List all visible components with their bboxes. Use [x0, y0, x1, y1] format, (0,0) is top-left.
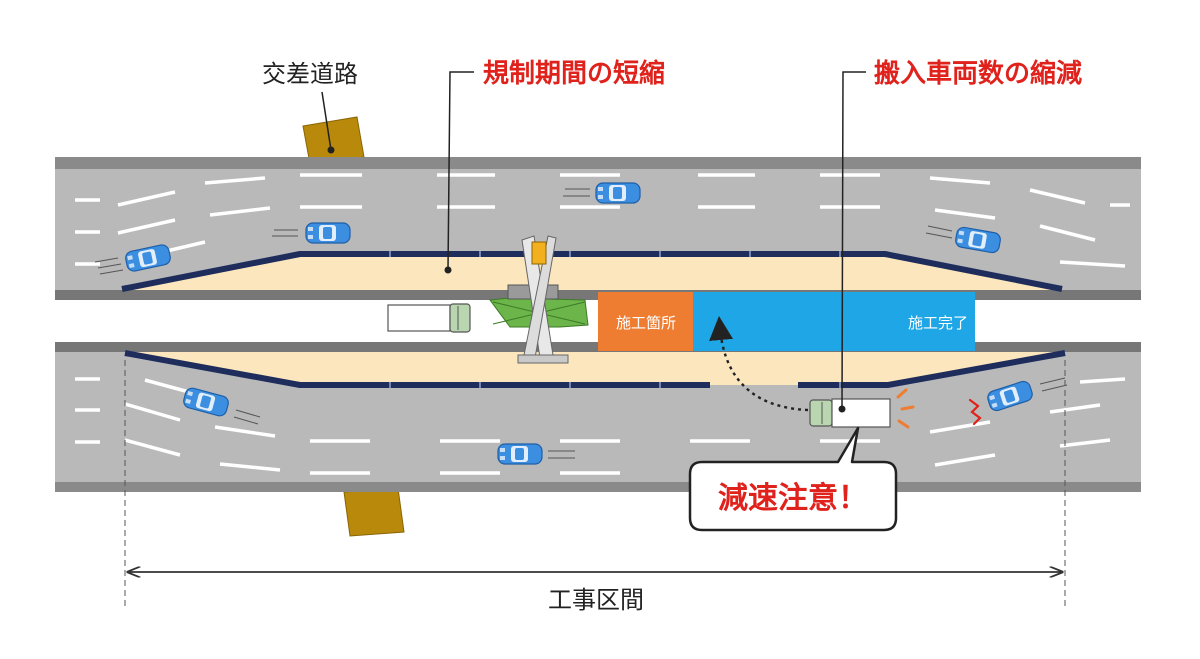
delivery-truck-icon — [809, 398, 891, 428]
car-icon — [595, 182, 641, 204]
median-truck-icon — [387, 303, 471, 333]
shorter-period-label: 規制期間の短縮 — [483, 58, 665, 89]
crane-icon — [489, 235, 589, 364]
leader-dot — [444, 266, 452, 274]
lane-change-arrow — [709, 316, 809, 412]
barrier-joints — [389, 251, 841, 388]
leader-dot — [327, 146, 335, 154]
lane-markings — [75, 173, 1130, 475]
leader-dot — [838, 405, 846, 413]
work-section-label: 工事区間 — [548, 586, 644, 614]
work-section-dimension — [124, 360, 1066, 606]
warning-burst-icon — [896, 388, 915, 429]
fewer-vehicles-label: 搬入車両数の縮減 — [874, 58, 1082, 89]
swerve-mark-icon — [968, 398, 982, 426]
slow-down-callout: 減速注意！ — [688, 426, 898, 532]
lower-work-zone — [125, 352, 1065, 385]
completed-label: 施工完了 — [908, 314, 968, 332]
upper-work-zone — [122, 254, 1060, 290]
motion-lines — [94, 188, 1068, 459]
callout-leaders — [321, 71, 866, 410]
crossroad-label: 交差道路 — [262, 60, 358, 88]
under-construction-label: 施工箇所 — [616, 314, 676, 332]
car-icon — [497, 443, 543, 465]
slow-down-text: 減速注意！ — [718, 481, 868, 516]
completed-block — [693, 292, 975, 351]
barriers — [121, 251, 1066, 388]
car-icon — [305, 222, 351, 244]
under-construction-block — [598, 292, 693, 351]
